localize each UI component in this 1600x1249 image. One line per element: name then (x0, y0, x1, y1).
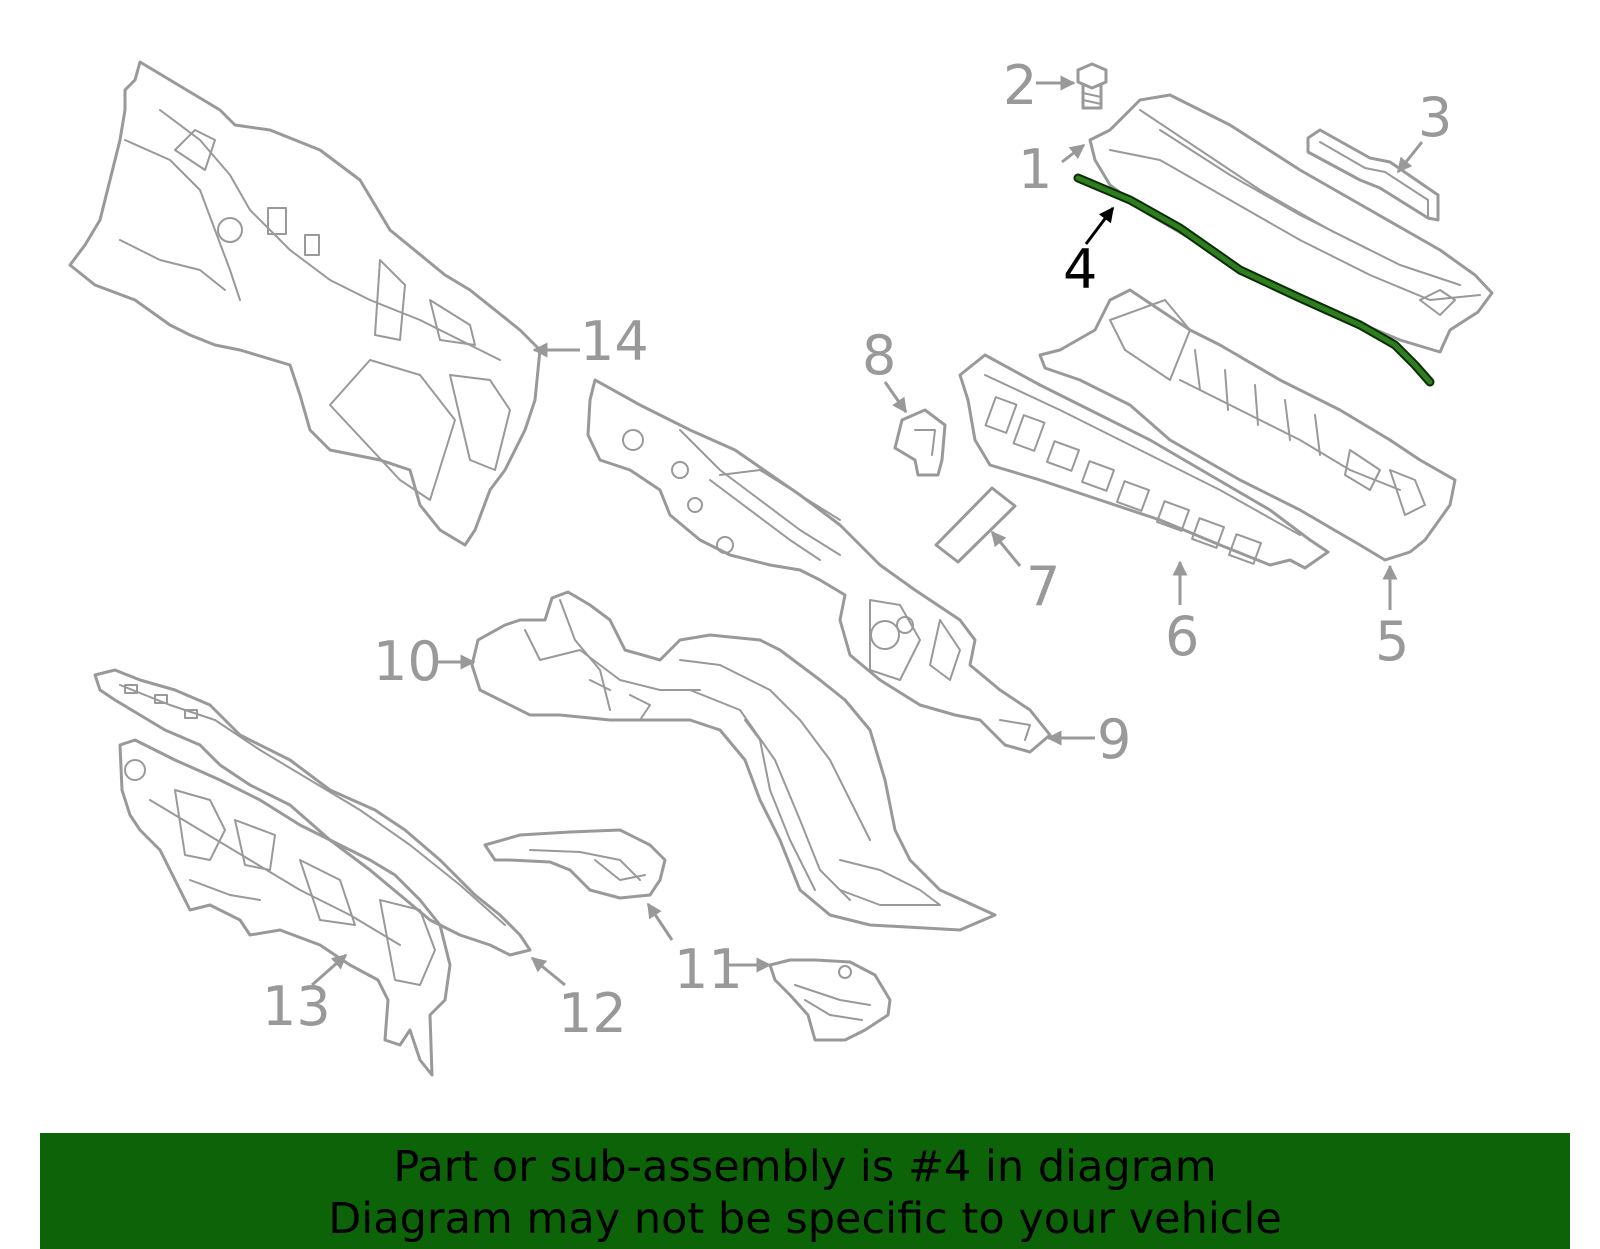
part-5-cowl-panel (1038, 288, 1457, 562)
part-3-bracket (1306, 128, 1440, 222)
part-2-bolt (1076, 62, 1108, 110)
part-12-rail (93, 668, 532, 957)
callout-3: 3 (1418, 86, 1452, 149)
banner-line-1: Part or sub-assembly is #4 in diagram (393, 1142, 1217, 1192)
callout-5: 5 (1375, 610, 1409, 673)
callout-12: 12 (558, 982, 627, 1045)
part-4-cowl-seal (1073, 173, 1435, 387)
part-14-dash-panel (68, 60, 542, 547)
part-11b-bracket (483, 828, 667, 900)
part-10-side-rail (470, 590, 997, 932)
part-9-side-member (586, 378, 1052, 754)
callout-7: 7 (1026, 555, 1060, 618)
callout-10: 10 (373, 630, 442, 693)
part-6-cowl-lower (958, 353, 1330, 570)
info-banner: Part or sub-assembly is #4 in diagram Di… (40, 1133, 1570, 1249)
part-11-bracket (768, 958, 892, 1042)
part-8-bracket (893, 408, 947, 477)
callout-14: 14 (580, 310, 649, 373)
callout-2: 2 (1003, 54, 1037, 117)
callout-11: 11 (674, 938, 743, 1001)
callout-13: 13 (262, 975, 331, 1038)
part-7-pad (934, 486, 1017, 564)
callout-4: 4 (1063, 238, 1097, 301)
callout-8: 8 (862, 324, 896, 387)
callout-6: 6 (1165, 605, 1199, 668)
callout-1: 1 (1018, 138, 1052, 201)
part-13-insulator (118, 738, 452, 1077)
callout-9: 9 (1097, 708, 1131, 771)
parts-diagram: 1 2 3 4 5 6 7 8 9 10 11 12 13 14 (68, 54, 1494, 1077)
banner-line-2: Diagram may not be specific to your vehi… (328, 1194, 1282, 1244)
